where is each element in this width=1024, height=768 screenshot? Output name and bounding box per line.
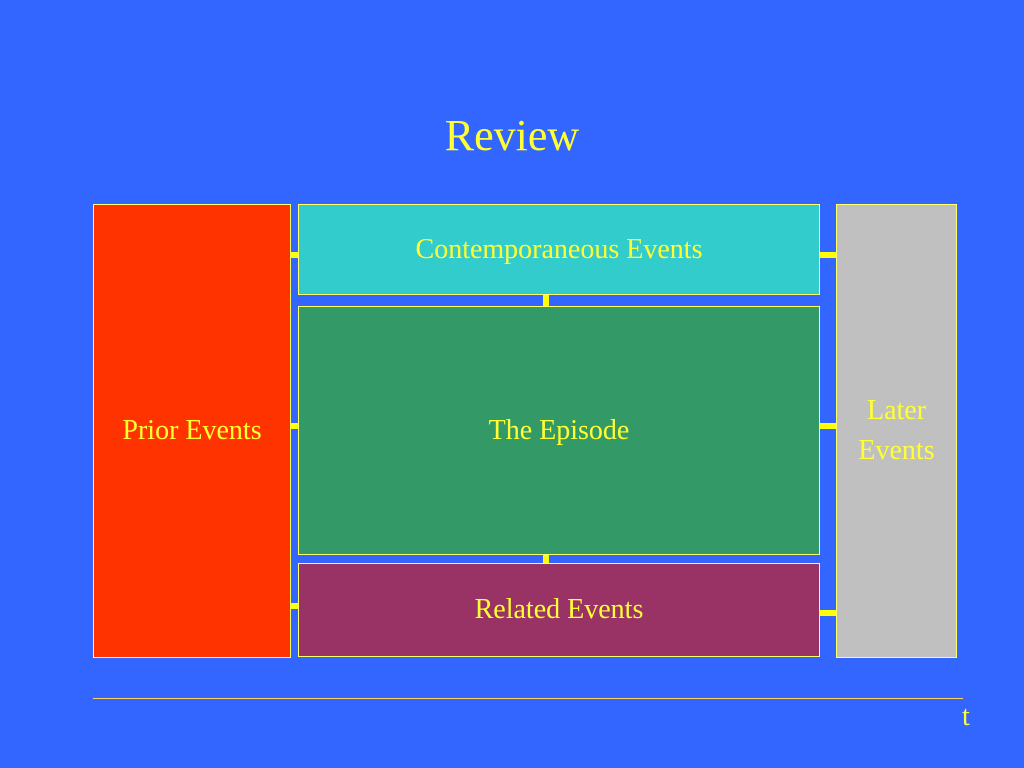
connector-contemporaneous-episode: [543, 295, 549, 306]
later-events-label: Later Events: [858, 391, 934, 471]
related-events-box: Related Events: [298, 563, 820, 657]
later-events-label-line1: Later: [866, 395, 927, 426]
contemporaneous-events-box: Contemporaneous Events: [298, 204, 820, 295]
related-events-label: Related Events: [474, 594, 644, 625]
connector-prior-related: [291, 603, 298, 609]
prior-events-box: Prior Events: [93, 204, 291, 658]
connector-contemporaneous-later: [820, 252, 836, 258]
prior-events-label: Prior Events: [122, 415, 262, 446]
later-events-box: Later Events: [836, 204, 957, 658]
later-events-label-line2: Events: [858, 435, 935, 466]
time-axis-label: t: [962, 701, 970, 732]
connector-related-later: [820, 610, 836, 616]
episode-box: The Episode: [298, 306, 820, 555]
time-axis-line: [93, 698, 963, 699]
episode-label: The Episode: [488, 414, 630, 446]
connector-episode-later: [820, 423, 836, 429]
connector-prior-contemporaneous: [291, 252, 298, 258]
contemporaneous-events-label: Contemporaneous Events: [415, 233, 703, 265]
connector-episode-related: [543, 555, 549, 563]
connector-prior-episode: [291, 423, 298, 429]
slide-title: Review: [444, 111, 580, 160]
